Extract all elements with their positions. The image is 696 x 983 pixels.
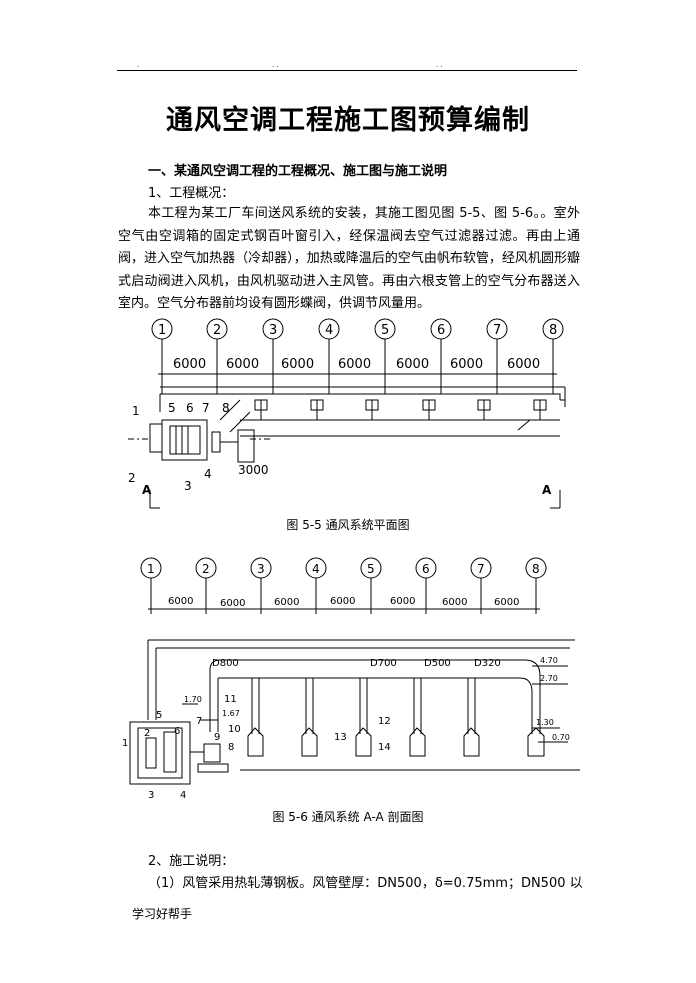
- level-mark: 1.67: [222, 709, 240, 718]
- span-dim: 6000: [494, 597, 519, 608]
- level-mark: 1.30: [536, 718, 554, 727]
- dimension-label: 3000: [238, 463, 269, 477]
- span-dim: 6000: [168, 596, 193, 607]
- figure-section-view: 1 2 3 4 5 6 7 8 6000 6000 6000 6000 6000…: [122, 557, 580, 801]
- axis-label: 8: [549, 323, 557, 338]
- axis-label: 5: [381, 323, 389, 338]
- figure-caption: 图 5-6 通风系统 A-A 剖面图: [272, 810, 424, 824]
- span-dim: 6000: [507, 357, 540, 372]
- span-dim: 6000: [226, 357, 259, 372]
- section-mark: A: [142, 483, 152, 497]
- axis-label: 4: [325, 323, 333, 338]
- subsection-heading: 1、工程概况：: [148, 186, 235, 201]
- axis-label: 4: [312, 562, 320, 576]
- duct-size: D800: [212, 658, 239, 669]
- callout: 11: [224, 694, 237, 705]
- callout: 4: [204, 467, 212, 481]
- callout: 9: [214, 732, 220, 743]
- axis-label: 7: [493, 323, 501, 338]
- callout: 3: [184, 479, 192, 493]
- callout: 14: [378, 742, 391, 753]
- callout: 4: [180, 790, 186, 801]
- construction-note: （1）风管采用热轧薄钢板。风管壁厚：DN500，δ=0.75mm；DN500 以: [148, 876, 583, 891]
- axis-label: 5: [367, 562, 375, 576]
- level-mark: 4.70: [540, 656, 558, 665]
- callout: 2: [128, 471, 136, 485]
- callout: 8: [228, 742, 234, 753]
- axis-label: 2: [213, 323, 221, 338]
- span-dim: 6000: [442, 597, 467, 608]
- figure-caption: 图 5-5 通风系统平面图: [286, 518, 410, 532]
- callout: 13: [334, 732, 347, 743]
- span-dim: 6000: [173, 357, 206, 372]
- axis-label: 3: [257, 562, 265, 576]
- span-dim: 6000: [396, 357, 429, 372]
- axis-label: 6: [422, 562, 430, 576]
- page-footer: 学习好帮手: [132, 907, 193, 921]
- header-mark: . .: [436, 61, 443, 69]
- level-mark: 0.70: [552, 733, 570, 742]
- axis-label: 7: [477, 562, 485, 576]
- section-mark: A: [542, 483, 552, 497]
- callout: 7: [202, 401, 210, 415]
- callout: 6: [186, 401, 194, 415]
- callout: 6: [174, 726, 180, 737]
- header-mark: .: [137, 61, 140, 69]
- duct-size: D700: [370, 658, 397, 669]
- axis-label: 3: [269, 323, 277, 338]
- level-mark: 1.70: [184, 695, 202, 704]
- axis-label: 8: [532, 562, 540, 576]
- subsection-heading: 2、施工说明：: [148, 854, 235, 869]
- span-dim: 6000: [330, 596, 355, 607]
- callout: 1: [122, 738, 128, 749]
- callout: 12: [378, 716, 391, 727]
- overview-paragraph: 本工程为某工厂车间送风系统的安装，其施工图见图 5-5、图 5-6。。室外空气由…: [118, 206, 580, 311]
- header-rule: [117, 70, 577, 71]
- span-dim: 6000: [274, 597, 299, 608]
- section-heading: 一、某通风空调工程的工程概况、施工图与施工说明: [148, 164, 448, 179]
- callout: 1: [132, 404, 140, 418]
- span-dim: 6000: [281, 357, 314, 372]
- axis-label: 1: [158, 323, 166, 338]
- callout: 8: [222, 401, 230, 415]
- header-mark: . .: [272, 61, 279, 69]
- callout: 5: [156, 710, 162, 721]
- callout: 5: [168, 401, 176, 415]
- axis-label: 2: [202, 562, 210, 576]
- callout: 3: [148, 790, 154, 801]
- span-dim: 6000: [450, 357, 483, 372]
- figure-plan-view: 1 2 3 4 5 6 7 8 6000 6000 6000 6000 6000…: [128, 318, 566, 509]
- axis-label: 6: [437, 323, 445, 338]
- axis-label: 1: [147, 562, 155, 576]
- duct-size: D320: [474, 658, 501, 669]
- callout: 10: [228, 724, 241, 735]
- span-dim: 6000: [390, 596, 415, 607]
- callout: 2: [144, 728, 150, 739]
- span-dim: 6000: [220, 598, 245, 609]
- page-title: 通风空调工程施工图预算编制: [166, 105, 530, 136]
- level-mark: 2.70: [540, 674, 558, 683]
- span-dim: 6000: [338, 357, 371, 372]
- callout: 7: [196, 716, 202, 727]
- duct-size: D500: [424, 658, 451, 669]
